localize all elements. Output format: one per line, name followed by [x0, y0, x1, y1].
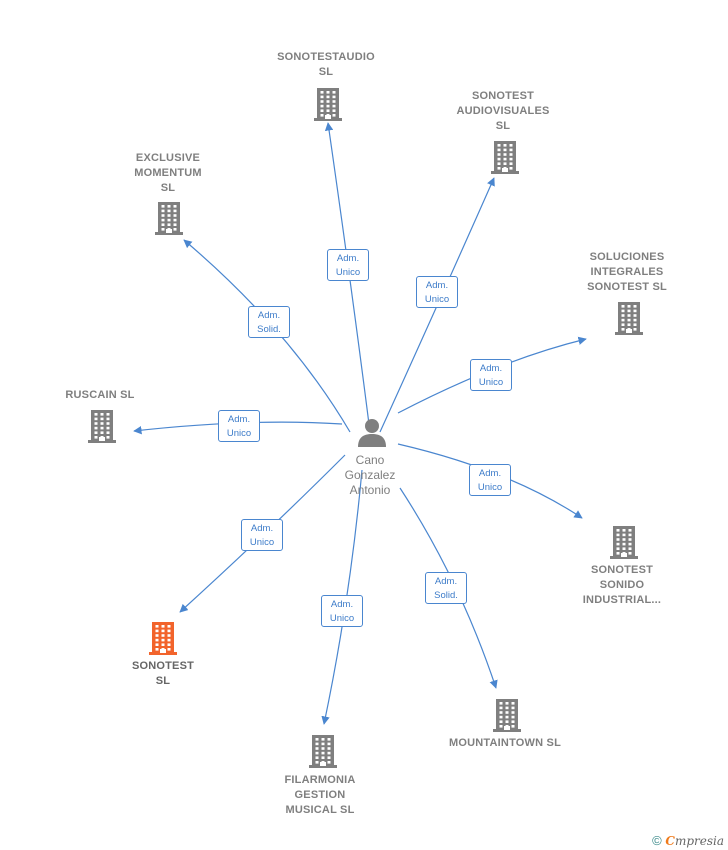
role-text: Adm. — [257, 310, 281, 321]
building-icon[interactable] — [611, 300, 647, 336]
role-badge-sonotest-sonido: Adm. Unico — [469, 464, 511, 496]
footer-brand: © Cmpresia — [652, 833, 724, 848]
role-badge-soluciones-integrales: Adm. Unico — [470, 359, 512, 391]
building-icon[interactable] — [84, 408, 120, 444]
company-label-filarmonia[interactable]: FILARMONIA GESTION MUSICAL SL — [250, 773, 390, 818]
company-label-line: FILARMONIA — [284, 774, 356, 786]
building-icon[interactable] — [489, 697, 525, 733]
company-label-line: SL — [155, 675, 171, 687]
center-name-line: Gonzalez — [344, 468, 396, 482]
role-text: Unico — [424, 294, 450, 305]
role-text: Unico — [329, 613, 355, 624]
role-badge-sonotest: Adm. Unico — [241, 519, 283, 551]
company-label-line: SL — [318, 66, 334, 78]
company-label-line: MUSICAL SL — [285, 804, 355, 816]
company-label-line: INTEGRALES — [590, 266, 664, 278]
company-label-line: SONOTEST — [131, 660, 195, 672]
role-text: Unico — [249, 537, 275, 548]
company-label-soluciones-integrales[interactable]: SOLUCIONES INTEGRALES SONOTEST SL — [557, 250, 697, 295]
company-label-mountaintown[interactable]: MOUNTAINTOWN SL — [430, 736, 580, 751]
copyright-symbol: © — [652, 833, 662, 848]
company-label-exclusive-momentum[interactable]: EXCLUSIVE MOMENTUM SL — [100, 151, 236, 196]
company-label-sonotest[interactable]: SONOTEST SL — [95, 659, 231, 689]
role-text: Adm. — [330, 599, 354, 610]
role-text: Adm. — [478, 468, 502, 479]
company-label-line: MOUNTAINTOWN SL — [449, 737, 561, 749]
role-text: Unico — [226, 428, 252, 439]
company-label-line: SONOTEST — [471, 90, 535, 102]
role-text: Solid. — [257, 324, 281, 335]
building-icon[interactable] — [305, 733, 341, 769]
building-icon[interactable] — [145, 620, 181, 656]
company-label-line: INDUSTRIAL... — [582, 594, 662, 606]
role-text: Adm. — [250, 523, 274, 534]
role-badge-ruscain: Adm. Unico — [218, 410, 260, 442]
company-label-ruscain[interactable]: RUSCAIN SL — [40, 388, 160, 403]
company-label-line: EXCLUSIVE — [135, 152, 201, 164]
company-label-line: SONIDO — [599, 579, 645, 591]
company-label-line: SL — [495, 120, 511, 132]
company-label-line: MOMENTUM — [134, 167, 202, 179]
company-label-line: AUDIOVISUALES — [456, 105, 550, 117]
role-badge-sonotestaudio: Adm. Unico — [327, 249, 369, 281]
company-label-line: SONOTEST SL — [587, 281, 667, 293]
role-badge-sonotest-audiovisuales: Adm. Unico — [416, 276, 458, 308]
company-label-sonotestaudio[interactable]: SONOTESTAUDIO SL — [256, 50, 396, 80]
building-icon[interactable] — [151, 200, 187, 236]
role-badge-mountaintown: Adm. Solid. — [425, 572, 467, 604]
building-icon[interactable] — [606, 524, 642, 560]
building-icon[interactable] — [310, 86, 346, 122]
company-label-sonotest-audiovisuales[interactable]: SONOTEST AUDIOVISUALES SL — [433, 89, 573, 134]
role-badge-filarmonia: Adm. Unico — [321, 595, 363, 627]
building-icon[interactable] — [487, 139, 523, 175]
brand-logo: Cmpresia — [665, 834, 724, 848]
role-text: Adm. — [336, 253, 360, 264]
edge-sonotestaudio — [324, 122, 371, 433]
center-name-line: Antonio — [349, 483, 391, 497]
person-icon[interactable] — [356, 417, 388, 449]
company-label-sonotest-sonido[interactable]: SONOTEST SONIDO INDUSTRIAL... — [552, 563, 692, 608]
center-person-name[interactable]: Cano Gonzalez Antonio — [330, 453, 410, 498]
company-label-line: GESTION — [294, 789, 346, 801]
role-text: Unico — [335, 267, 361, 278]
company-label-line: SONOTESTAUDIO — [277, 51, 375, 63]
role-badge-exclusive-momentum: Adm. Solid. — [248, 306, 290, 338]
role-text: Adm. — [425, 280, 449, 291]
center-name-line: Cano — [355, 453, 385, 467]
company-label-line: SL — [160, 182, 176, 194]
role-text: Adm. — [434, 576, 458, 587]
company-label-line: SONOTEST — [590, 564, 654, 576]
role-text: Unico — [477, 482, 503, 493]
role-text: Unico — [478, 377, 504, 388]
role-text: Solid. — [434, 590, 458, 601]
role-text: Adm. — [479, 363, 503, 374]
company-label-line: RUSCAIN SL — [65, 389, 135, 401]
role-text: Adm. — [227, 414, 251, 425]
company-label-line: SOLUCIONES — [589, 251, 665, 263]
